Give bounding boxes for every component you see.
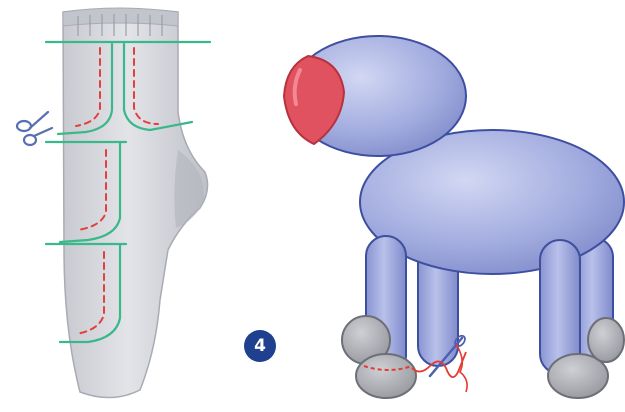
sock-dog-icon xyxy=(284,36,624,398)
step-number-badge: 4 xyxy=(244,330,276,362)
sock-pattern-icon xyxy=(46,8,210,398)
scissors-icon xyxy=(17,112,52,145)
